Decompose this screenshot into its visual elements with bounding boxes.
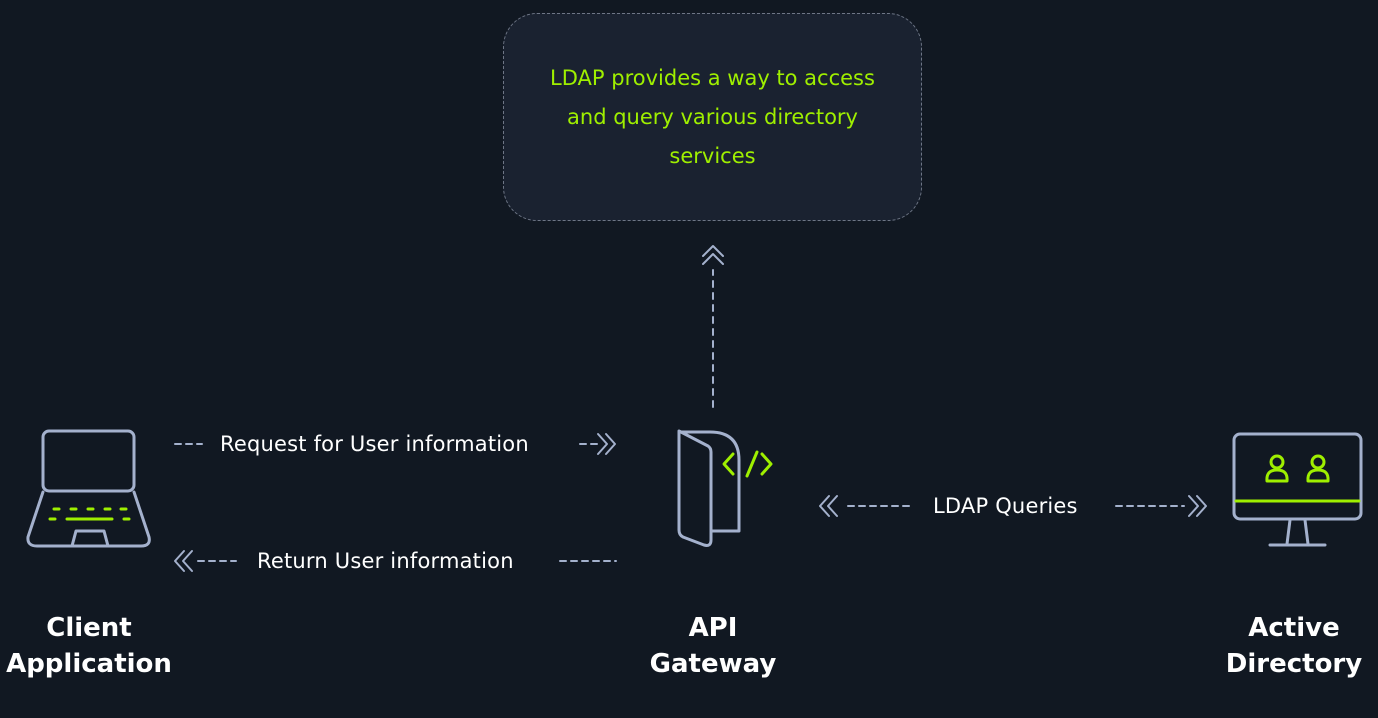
client-application-title: Client Application [0,610,209,682]
double-chevron-left-icon [819,495,830,517]
double-chevron-up-icon [702,245,724,257]
callout-text: LDAP provides a way to access and query … [550,65,875,168]
ldap-queries-label: LDAP Queries [933,494,1078,518]
double-chevron-right-icon [1188,495,1199,517]
code-door-icon [677,429,773,547]
monitor-users-icon [1232,432,1363,547]
directory-title-line2: Directory [1225,649,1363,679]
double-chevron-right-icon [597,433,608,455]
gateway-title-line2: Gateway [649,649,777,679]
callout-connector [702,245,724,408]
client-title-line1: Client [46,613,132,643]
request-label: Request for User information [220,432,529,456]
double-chevron-left-icon [174,550,185,572]
laptop-icon [26,429,151,548]
request-arrow [174,433,616,455]
response-arrow [174,550,617,572]
active-directory-title: Active Directory [1174,610,1378,682]
client-title-line2: Application [6,649,172,679]
api-gateway-title: API Gateway [593,610,833,682]
response-label: Return User information [257,549,514,573]
ldap-queries-arrow [819,495,1207,517]
callout-box: LDAP provides a way to access and query … [503,13,922,221]
directory-title-line1: Active [1248,613,1340,643]
gateway-title-line1: API [688,613,738,643]
